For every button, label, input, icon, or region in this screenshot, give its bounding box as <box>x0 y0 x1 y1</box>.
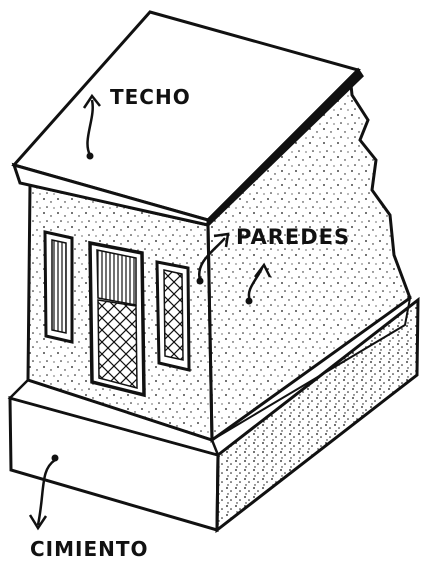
front-wall <box>26 183 214 443</box>
arrow-foundation-dot <box>51 454 59 462</box>
arrow-walls-dot-1 <box>196 277 204 285</box>
window-left <box>43 230 74 344</box>
doorway-center <box>88 240 146 398</box>
arrow-roof <box>82 93 101 156</box>
label-paredes: PAREDES <box>236 225 350 249</box>
arrow-foundation <box>28 458 56 531</box>
arrow-walls-dot-2 <box>245 297 253 305</box>
arrow-roof-dot <box>86 152 94 160</box>
roof <box>11 10 364 229</box>
label-techo: TECHO <box>110 85 191 109</box>
window-right <box>155 260 191 372</box>
label-cimiento: CIMIENTO <box>30 537 149 561</box>
arrow-walls <box>197 232 272 301</box>
